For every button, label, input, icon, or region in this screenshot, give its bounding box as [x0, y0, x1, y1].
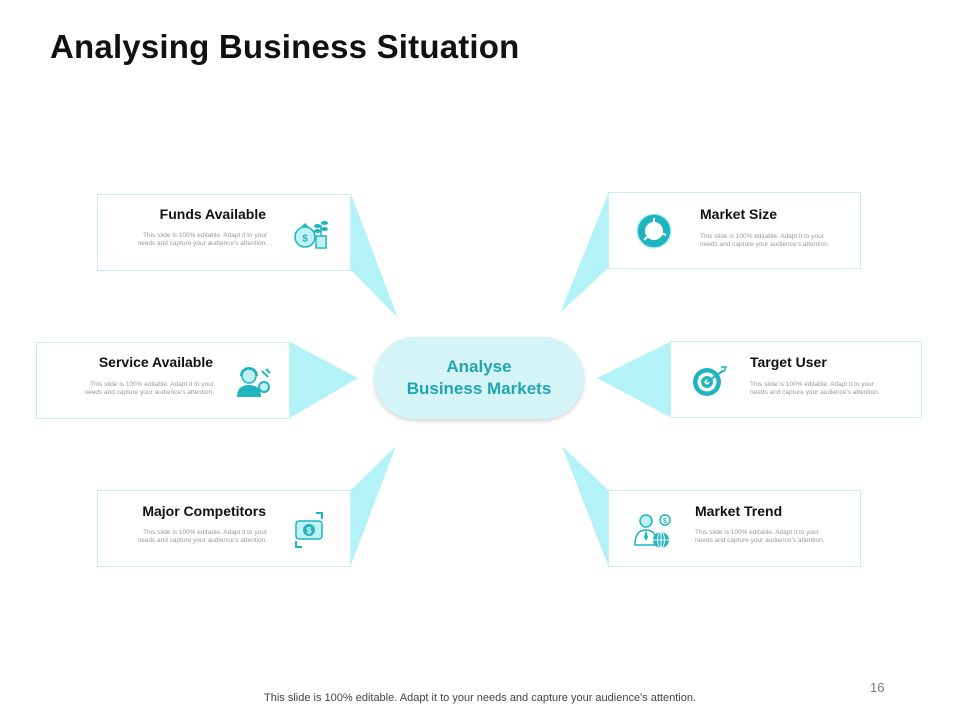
- funds-available-card: Funds Available This slide is 100% edita…: [97, 194, 351, 271]
- money-exchange-icon: $: [288, 509, 330, 551]
- businessman-globe-icon: $: [632, 511, 674, 553]
- service-available-card: Service Available This slide is 100% edi…: [36, 342, 290, 419]
- money-bag-plant-icon: $: [290, 213, 332, 255]
- card-body: This slide is 100% editable. Adapt it to…: [137, 232, 267, 247]
- page-number: 16: [870, 680, 885, 695]
- card-body: This slide is 100% editable. Adapt it to…: [695, 529, 825, 544]
- card-body: This slide is 100% editable. Adapt it to…: [700, 233, 830, 248]
- card-title: Market Size: [700, 206, 778, 222]
- connector-funds: [351, 194, 398, 318]
- donut-chart-icon: [633, 210, 675, 252]
- major-competitors-card: Major Competitors This slide is 100% edi…: [97, 490, 351, 567]
- support-agent-gear-icon: [232, 361, 274, 403]
- center-line-1: Analyse: [446, 357, 512, 376]
- connector-competitors: [351, 446, 396, 565]
- card-body: This slide is 100% editable. Adapt it to…: [84, 381, 214, 396]
- center-line-2: Business Markets: [406, 379, 552, 398]
- card-body: This slide is 100% editable. Adapt it to…: [137, 529, 267, 544]
- card-title: Funds Available: [159, 206, 266, 222]
- center-hub: Analyse Business Markets: [374, 337, 584, 419]
- svg-text:$: $: [302, 234, 308, 245]
- page-title: Analysing Business Situation: [50, 28, 520, 65]
- connector-market-trend: [562, 446, 608, 565]
- target-user-card: Target User This slide is 100% editable.…: [670, 341, 922, 418]
- market-size-card: Market Size This slide is 100% editable.…: [608, 192, 861, 269]
- card-body: This slide is 100% editable. Adapt it to…: [750, 381, 880, 396]
- connector-target-user: [597, 342, 670, 417]
- card-title: Target User: [750, 354, 827, 370]
- svg-text:$: $: [663, 518, 667, 525]
- svg-text:$: $: [306, 526, 311, 536]
- market-trend-card: $ Market Trend This slide is 100% editab…: [608, 490, 861, 567]
- footer-note: This slide is 100% editable. Adapt it to…: [264, 692, 696, 704]
- connector-market-size: [560, 194, 608, 313]
- card-title: Market Trend: [695, 503, 783, 519]
- target-arrow-icon: [688, 360, 730, 402]
- connector-service: [290, 342, 358, 418]
- card-title: Major Competitors: [142, 503, 266, 519]
- card-title: Service Available: [98, 354, 213, 370]
